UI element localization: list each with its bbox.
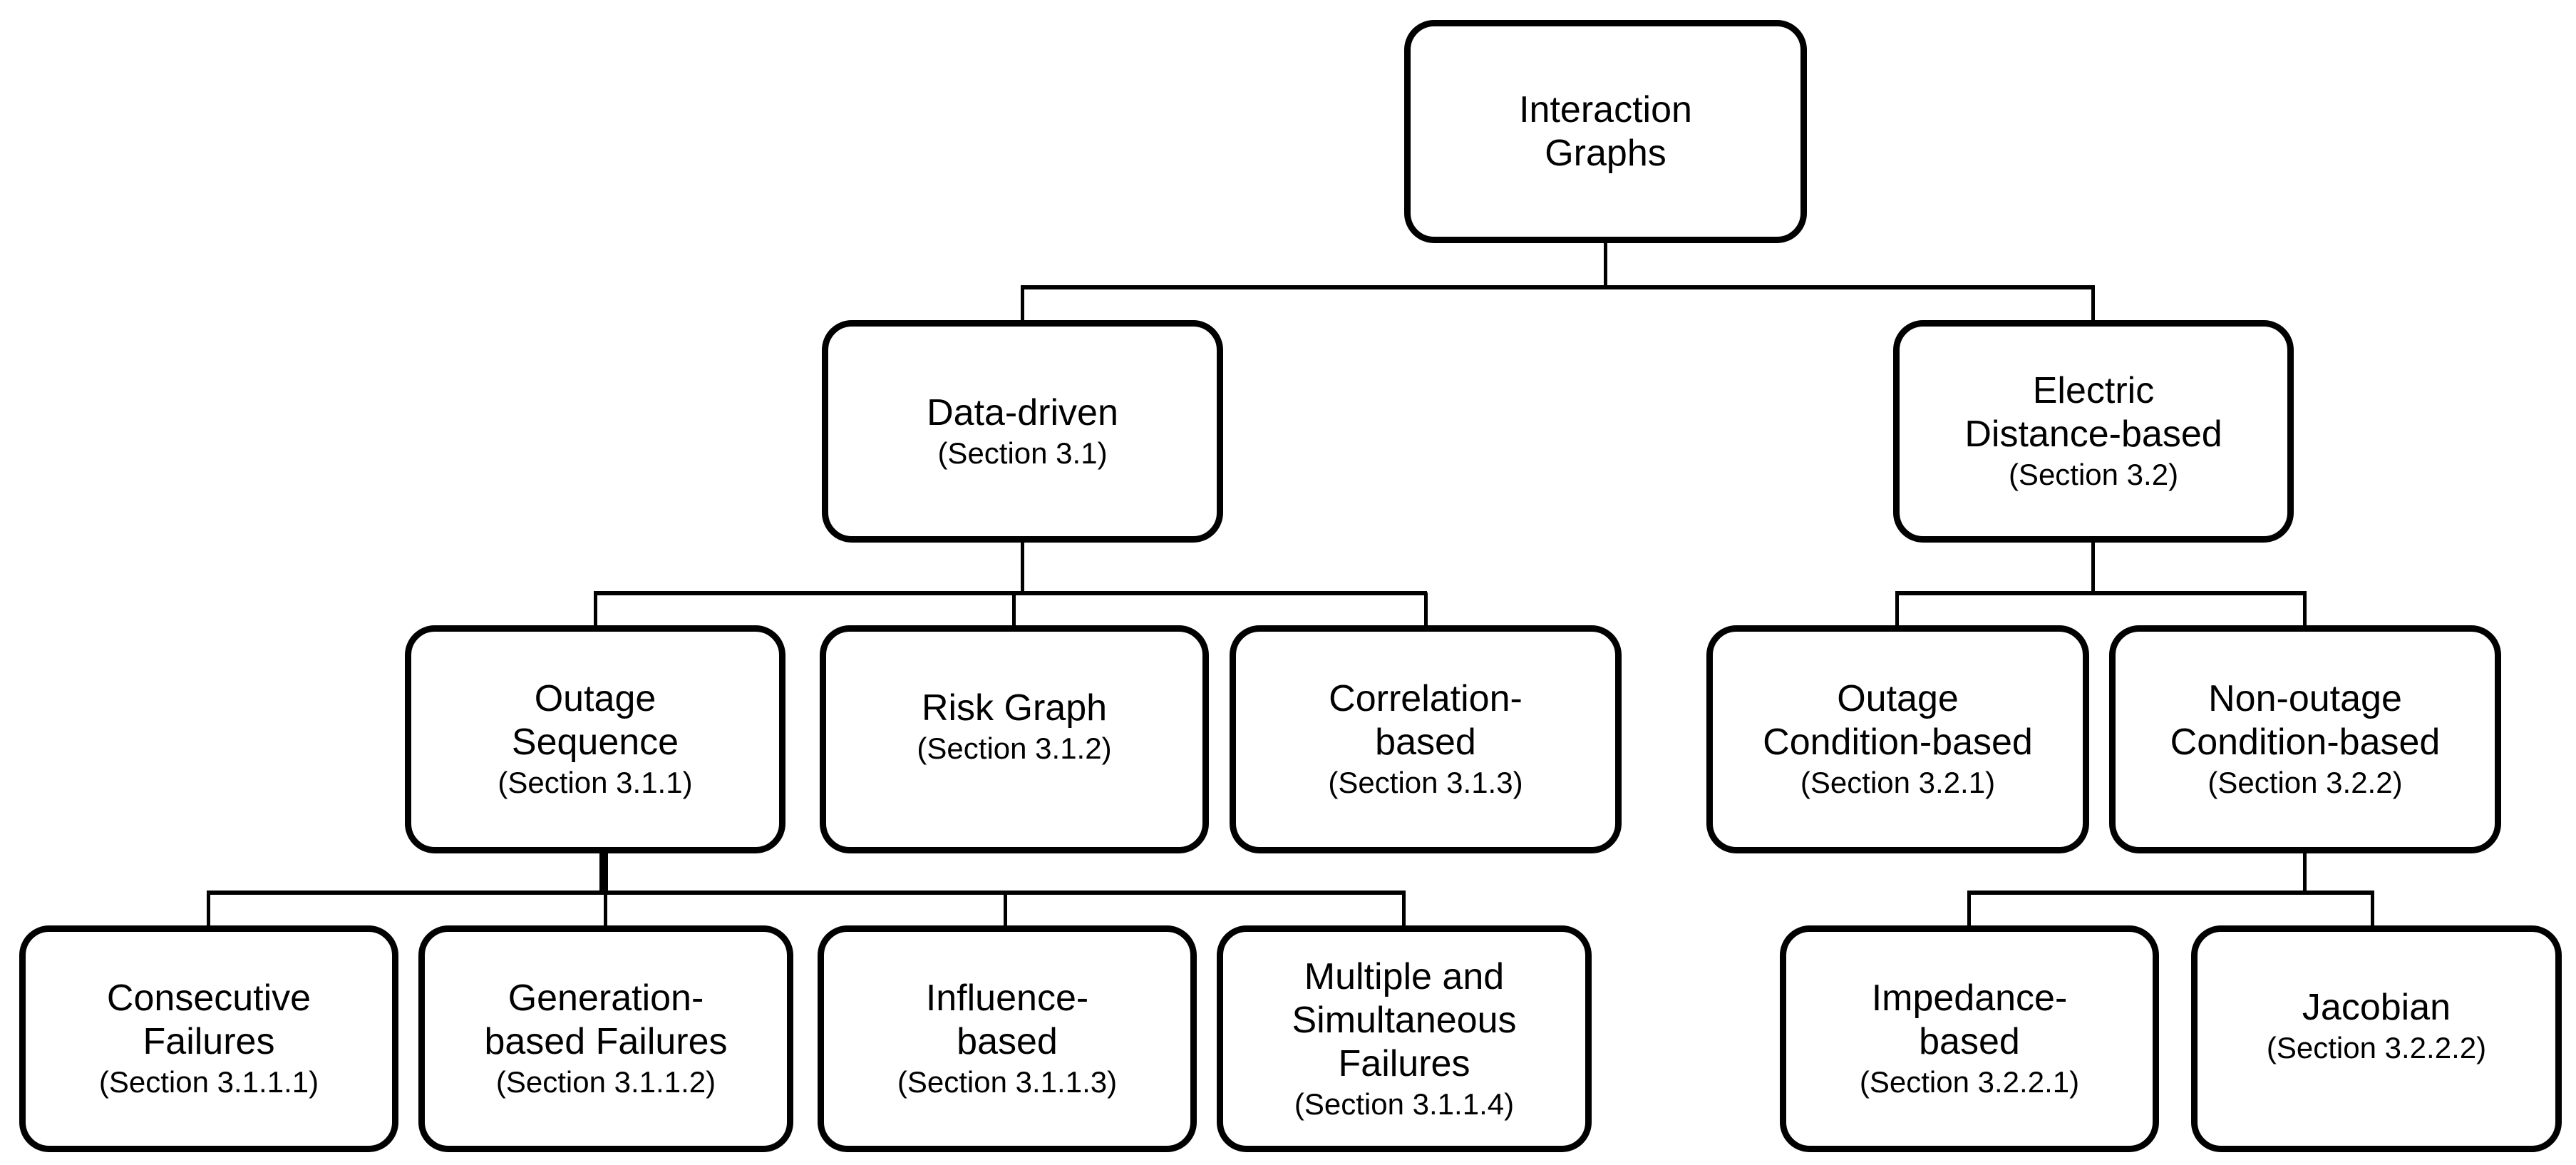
connector-influence-top — [1004, 892, 1007, 925]
node-title: Generation- based Failures — [484, 977, 728, 1062]
node-title: Risk Graph — [921, 687, 1108, 729]
node-correlation-based: Correlation- based (Section 3.1.3) — [1230, 625, 1622, 853]
node-title: Outage Sequence — [511, 678, 679, 763]
node-section-label: (Section 3.1.1.3) — [897, 1065, 1118, 1099]
node-title: Non-outage Condition-based — [2170, 678, 2441, 763]
connector-non-outage-stem — [2303, 853, 2307, 893]
node-section-label: (Section 3.2.2) — [2207, 766, 2403, 799]
node-section-label: (Section 3.1.3) — [1328, 766, 1523, 799]
connector-risk-graph-top — [1012, 592, 1016, 625]
connector-level3-right-horizontal — [1967, 891, 2374, 895]
node-section-label: (Section 3.2.2.2) — [2266, 1030, 2487, 1064]
node-title: Correlation- based — [1329, 678, 1523, 763]
node-section-label: (Section 3.1.1.2) — [495, 1065, 716, 1099]
node-multiple-simultaneous-failures: Multiple and Simultaneous Failures (Sect… — [1217, 925, 1592, 1152]
connector-root-stem — [1604, 243, 1607, 288]
node-jacobian: Jacobian (Section 3.2.2.2) — [2191, 925, 2562, 1152]
connector-multiple-top — [1402, 892, 1406, 925]
node-impedance-based: Impedance- based (Section 3.2.2.1) — [1780, 925, 2159, 1152]
connector-electric-stem — [2091, 543, 2095, 592]
connector-impedance-top — [1967, 892, 1971, 925]
node-title: Consecutive Failures — [106, 977, 311, 1062]
connector-generation-top — [604, 892, 607, 925]
node-generation-based-failures: Generation- based Failures (Section 3.1.… — [418, 925, 793, 1152]
connector-electric-top — [2091, 287, 2095, 320]
connector-jacobian-top — [2371, 892, 2374, 925]
node-electric-distance-based: Electric Distance-based (Section 3.2) — [1893, 320, 2294, 543]
node-section-label: (Section 3.2.1) — [1800, 766, 1996, 799]
connector-level1-horizontal — [1021, 285, 2095, 289]
connector-data-driven-stem — [1021, 543, 1024, 592]
node-consecutive-failures: Consecutive Failures (Section 3.1.1.1) — [19, 925, 398, 1152]
node-title: Interaction Graphs — [1519, 88, 1692, 174]
connector-outage-sequence-stem — [599, 853, 608, 893]
connector-non-outage-top — [2303, 592, 2307, 625]
node-title: Data-driven — [927, 391, 1118, 433]
node-data-driven: Data-driven (Section 3.1) — [822, 320, 1223, 543]
node-section-label: (Section 3.2) — [2008, 458, 2179, 491]
connector-level3-left-horizontal — [207, 891, 1406, 895]
connector-level2-right-horizontal — [1895, 591, 2307, 595]
connector-data-driven-top — [1021, 287, 1024, 320]
node-influence-based: Influence- based (Section 3.1.1.3) — [818, 925, 1197, 1152]
node-section-label: (Section 3.1.1.1) — [98, 1065, 319, 1099]
node-non-outage-condition-based: Non-outage Condition-based (Section 3.2.… — [2109, 625, 2501, 853]
node-section-label: (Section 3.1) — [937, 436, 1108, 470]
connector-outage-sequence-top — [594, 592, 597, 625]
node-title: Electric Distance-based — [1964, 370, 2222, 455]
node-section-label: (Section 3.2.2.1) — [1859, 1065, 2080, 1099]
node-risk-graph: Risk Graph (Section 3.1.2) — [820, 625, 1209, 853]
node-title: Jacobian — [2302, 986, 2451, 1028]
node-title: Impedance- based — [1871, 977, 2068, 1062]
node-title: Outage Condition-based — [1763, 678, 2033, 763]
connector-level2-left-horizontal — [594, 591, 1427, 595]
node-section-label: (Section 3.1.1) — [498, 766, 693, 799]
node-outage-condition-based: Outage Condition-based (Section 3.2.1) — [1706, 625, 2089, 853]
connector-outage-condition-top — [1895, 592, 1899, 625]
node-section-label: (Section 3.1.2) — [917, 731, 1112, 765]
node-title: Influence- based — [925, 977, 1089, 1062]
node-title: Multiple and Simultaneous Failures — [1292, 955, 1517, 1084]
node-section-label: (Section 3.1.1.4) — [1294, 1087, 1515, 1121]
connector-consecutive-top — [207, 892, 210, 925]
node-outage-sequence: Outage Sequence (Section 3.1.1) — [405, 625, 785, 853]
connector-correlation-top — [1424, 592, 1428, 625]
node-interaction-graphs: Interaction Graphs — [1404, 20, 1807, 243]
